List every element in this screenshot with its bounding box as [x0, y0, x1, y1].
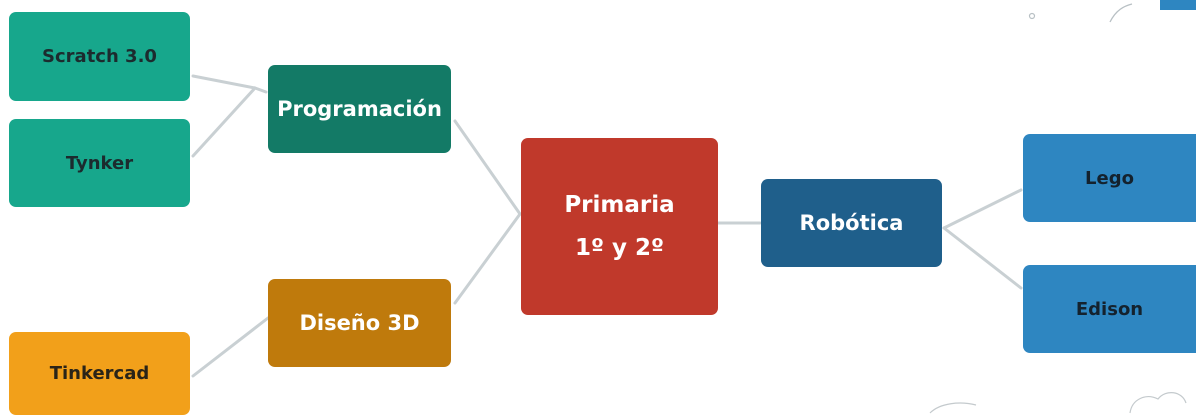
- node-tynker: Tynker: [9, 119, 190, 207]
- node-scratch-label: Scratch 3.0: [42, 46, 157, 67]
- node-programacion-label: Programación: [277, 97, 442, 121]
- node-lego-label: Lego: [1085, 167, 1134, 189]
- node-primaria: Primaria 1º y 2º: [521, 138, 718, 315]
- doodle-bottom-right: [929, 392, 1187, 414]
- connector-programacion-center: [453, 119, 522, 216]
- node-diseno-3d-label: Diseño 3D: [299, 311, 420, 335]
- connector-tynker-programacion: [191, 86, 268, 158]
- connector-diseno-center: [453, 212, 522, 305]
- connector-tinkercad-diseno: [191, 316, 270, 378]
- node-edison-label: Edison: [1075, 298, 1144, 320]
- node-tinkercad-label: Tinkercad: [49, 363, 150, 384]
- node-robotica-label: Robótica: [799, 211, 904, 235]
- node-tynker-label: Tynker: [65, 152, 134, 174]
- node-scratch: Scratch 3.0: [9, 12, 190, 101]
- connector-robotica-edison: [942, 226, 1023, 290]
- doodle-top-right: [1028, 0, 1196, 23]
- connector-robotica-lego: [942, 188, 1023, 230]
- center-line-1: Primaria: [564, 191, 675, 218]
- node-lego: Lego: [1023, 134, 1196, 222]
- node-robotica: Robótica: [761, 179, 942, 267]
- node-diseno-3d: Diseño 3D: [268, 279, 451, 367]
- node-tinkercad: Tinkercad: [9, 332, 190, 415]
- center-line-2: 1º y 2º: [575, 234, 664, 261]
- node-programacion: Programación: [268, 65, 451, 153]
- node-edison: Edison: [1023, 265, 1196, 353]
- connector-scratch-programacion: [191, 74, 257, 90]
